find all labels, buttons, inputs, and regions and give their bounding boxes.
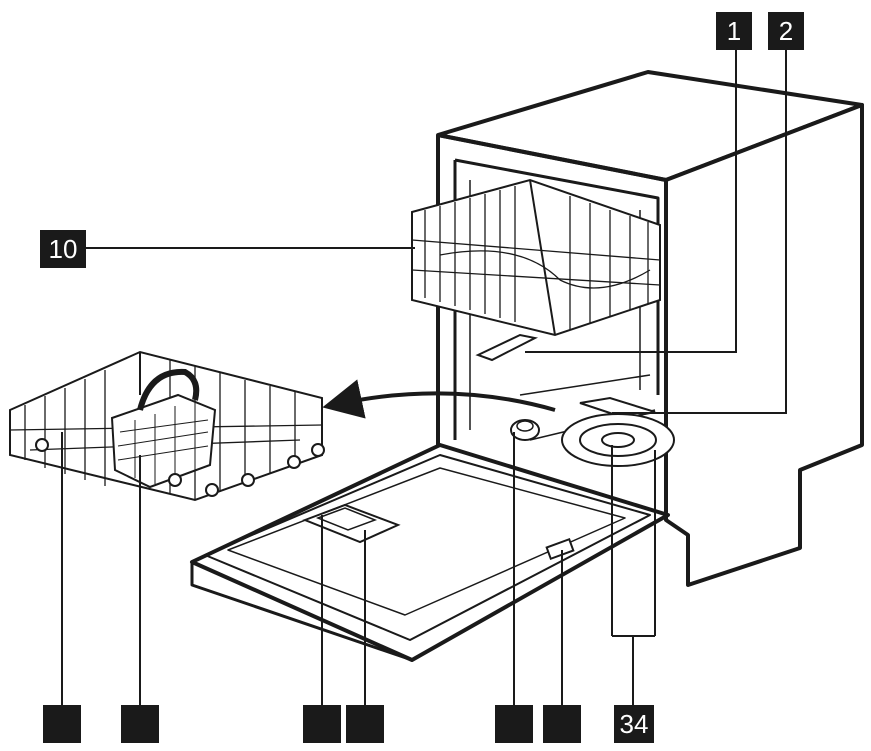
callout-34: 34 xyxy=(614,705,654,743)
callout-10-text: 10 xyxy=(48,234,78,264)
callout-34-text: 34 xyxy=(619,709,649,739)
callout-2-text: 2 xyxy=(778,16,794,46)
callout-1: 1 xyxy=(716,12,752,50)
upper-basket xyxy=(411,178,661,337)
callout-blank-rinse-aid xyxy=(543,705,581,743)
callout-blank-lower-basket xyxy=(43,705,81,743)
detergent-dispenser xyxy=(302,503,401,544)
filter xyxy=(561,413,675,467)
callout-blank-salt xyxy=(495,705,533,743)
callout-1-text: 1 xyxy=(726,16,742,46)
cabinet xyxy=(436,70,864,587)
callout-blank-dispenser-b xyxy=(346,705,384,743)
callout-blank-dispenser-a xyxy=(303,705,341,743)
leader-lines xyxy=(61,40,787,708)
callout-blank-cutlery-basket xyxy=(121,705,159,743)
removal-arrow xyxy=(322,379,556,419)
cutlery-basket xyxy=(110,368,217,489)
callout-2: 2 xyxy=(768,12,804,50)
upper-spray-arm xyxy=(475,333,539,362)
callout-10: 10 xyxy=(40,230,86,268)
basket-wheels xyxy=(35,438,325,497)
salt-container-cap xyxy=(510,419,540,441)
door xyxy=(190,443,670,662)
